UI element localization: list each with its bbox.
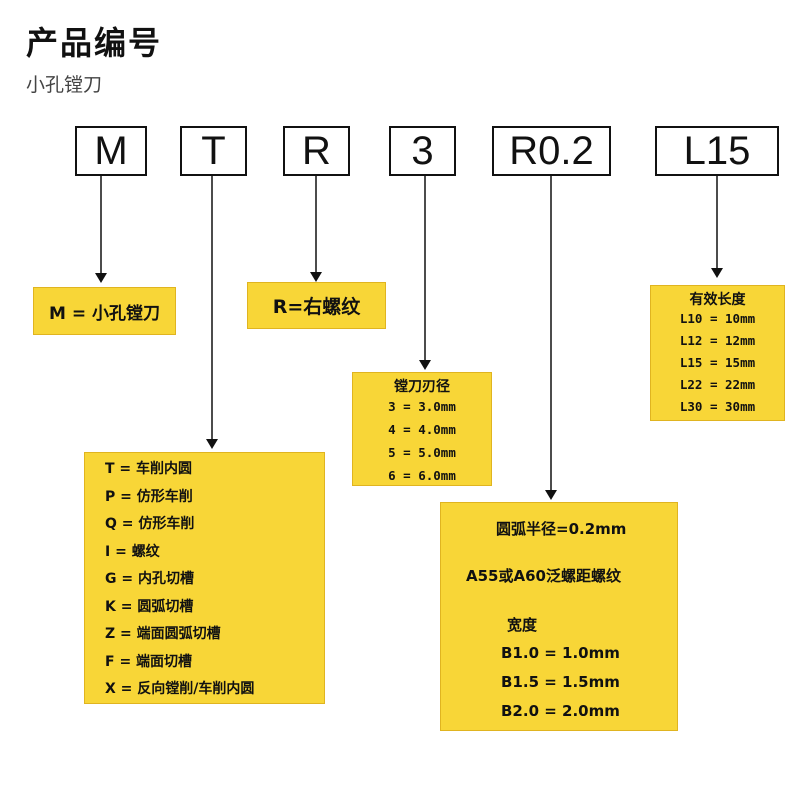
length-title: 有效长度 — [689, 292, 746, 308]
box-radius-width: 圆弧半径=0.2mm A55或A60泛螺距螺纹 宽度 B1.0 = 1.0mm … — [440, 502, 678, 731]
arrow-head-l15 — [711, 268, 723, 278]
list-item: T = 车削内圆 — [105, 461, 193, 477]
width-item: B1.0 = 1.0mm — [501, 644, 620, 662]
list-item: X = 反向镗削/车削内圆 — [105, 681, 255, 697]
list-item: P = 仿形车削 — [105, 488, 193, 505]
list-item: I = 螺纹 — [105, 543, 160, 560]
arrow-head-m — [95, 273, 107, 283]
list-item: 6 = 6.0mm — [388, 468, 456, 483]
box-length: 有效长度 L10 = 10mm L12 = 12mm L15 = 15mm L2… — [650, 285, 785, 421]
list-item: F = 端面切槽 — [105, 653, 193, 670]
list-item: 4 = 4.0mm — [388, 422, 456, 437]
list-item: 3 = 3.0mm — [388, 399, 456, 414]
diameter-title: 镗刀刃径 — [394, 379, 450, 395]
arrow-head-t — [206, 439, 218, 449]
list-item: K = 圆弧切槽 — [105, 598, 194, 615]
list-item: Q = 仿形车削 — [105, 516, 195, 532]
box-m-meaning: M = 小孔镗刀 — [33, 287, 176, 335]
code-box-l15: L15 — [655, 126, 779, 176]
page-subtitle: 小孔镗刀 — [26, 74, 103, 96]
code-box-r02: R0.2 — [492, 126, 611, 176]
list-item: Z = 端面圆弧切槽 — [105, 626, 221, 642]
width-title: 宽度 — [507, 616, 538, 634]
code-box-r: R — [283, 126, 350, 176]
radius-line: 圆弧半径=0.2mm — [496, 520, 627, 538]
length-list: L10 = 10mm L12 = 12mm L15 = 15mm L22 = 2… — [651, 308, 784, 418]
code-box-t: T — [180, 126, 247, 176]
box-t-operations: T = 车削内圆 P = 仿形车削 Q = 仿形车削 I = 螺纹 G = 内孔… — [84, 452, 325, 704]
box-diameter: 镗刀刃径 3 = 3.0mm 4 = 4.0mm 5 = 5.0mm 6 = 6… — [352, 372, 492, 486]
list-item: G = 内孔切槽 — [105, 571, 194, 587]
list-item: 5 = 5.0mm — [388, 445, 456, 460]
page-title: 产品编号 — [26, 24, 163, 62]
diameter-list: 3 = 3.0mm 4 = 4.0mm 5 = 5.0mm 6 = 6.0mm — [353, 395, 491, 487]
list-item: L22 = 22mm — [679, 377, 756, 392]
list-item: L15 = 15mm — [679, 355, 756, 370]
arrow-head-r — [310, 272, 322, 282]
width-item: B2.0 = 2.0mm — [501, 702, 620, 720]
thread-line: A55或A60泛螺距螺纹 — [466, 567, 621, 585]
list-item: L30 = 30mm — [679, 399, 756, 414]
width-item: B1.5 = 1.5mm — [501, 673, 620, 691]
code-box-3: 3 — [389, 126, 456, 176]
arrow-head-3 — [419, 360, 431, 370]
arrow-head-r02 — [545, 490, 557, 500]
code-box-m: M — [75, 126, 147, 176]
operation-list: T = 车削内圆 P = 仿形车削 Q = 仿形车削 I = 螺纹 G = 内孔… — [105, 456, 254, 704]
box-r-meaning: R=右螺纹 — [247, 282, 386, 329]
list-item: L10 = 10mm — [679, 311, 756, 326]
list-item: L12 = 12mm — [679, 333, 756, 348]
